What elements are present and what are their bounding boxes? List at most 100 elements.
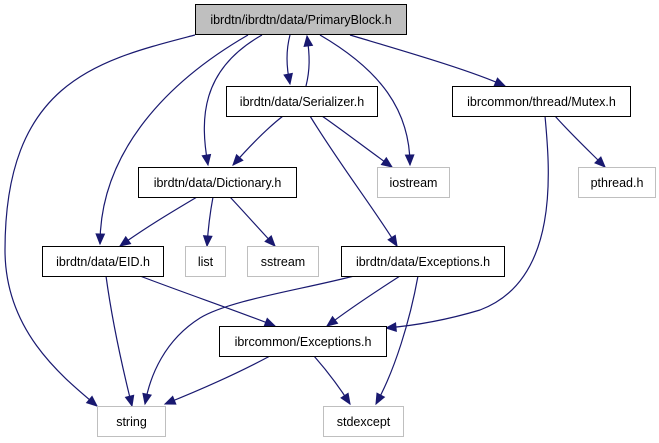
- edge-line: [554, 115, 606, 168]
- node-label: list: [198, 255, 214, 269]
- node-box: [578, 167, 656, 198]
- node-box: [452, 86, 631, 117]
- arrowhead-icon: [380, 156, 394, 168]
- arrowhead-icon: [263, 317, 277, 327]
- edge-line: [309, 115, 398, 247]
- arrowhead-icon: [384, 322, 397, 332]
- arrowhead-icon: [163, 395, 177, 405]
- edge-serializer-to-iostream: [321, 115, 394, 168]
- edge-dataexceptions-to-commonexceptions: [325, 275, 401, 327]
- arrowhead-icon: [325, 315, 339, 327]
- node-box: [138, 167, 297, 198]
- edge-primaryblock-to-iostream: [319, 34, 415, 167]
- arrowhead-icon: [201, 153, 212, 167]
- node-box: [185, 246, 226, 277]
- arrowhead-icon: [375, 392, 386, 406]
- node-box: [226, 86, 378, 117]
- edge-line: [385, 115, 549, 329]
- node-label: ibrcommon/Exceptions.h: [235, 335, 372, 349]
- arrowhead-icon: [340, 392, 351, 406]
- arrowhead-icon: [594, 156, 606, 168]
- edge-commonexceptions-to-string: [163, 355, 271, 405]
- node-label: ibrcommon/thread/Mutex.h: [467, 95, 616, 109]
- edge-dictionary-to-eid: [118, 196, 198, 247]
- arrowhead-icon: [232, 153, 244, 166]
- node-box: [42, 246, 164, 277]
- node-label: ibrdtn/data/Dictionary.h: [154, 176, 282, 190]
- edge-serializer-to-dictionary: [232, 115, 284, 166]
- edge-line: [326, 275, 401, 327]
- edge-line: [99, 34, 249, 245]
- node-box: [195, 4, 407, 35]
- node-serializer[interactable]: ibrdtn/data/Serializer.h: [226, 86, 378, 117]
- node-box: [97, 406, 166, 437]
- edge-line: [4, 34, 196, 407]
- node-mutex[interactable]: ibrcommon/thread/Mutex.h: [452, 86, 631, 117]
- edge-line: [319, 34, 411, 166]
- node-label: iostream: [390, 176, 438, 190]
- arrowhead-icon: [202, 235, 213, 248]
- edge-dictionary-to-sstream: [229, 196, 276, 247]
- node-stdexcept: stdexcept: [323, 406, 404, 437]
- edge-line: [119, 196, 198, 247]
- edge-primaryblock-to-eid: [95, 34, 249, 246]
- edge-primaryblock-to-dictionary: [201, 34, 263, 167]
- edge-eid-to-string: [105, 275, 135, 408]
- edge-dictionary-to-list: [202, 196, 214, 248]
- edge-line: [321, 115, 393, 168]
- edges: [4, 34, 606, 408]
- edge-line: [203, 34, 263, 166]
- node-dataexceptions[interactable]: ibrdtn/data/Exceptions.h: [341, 246, 505, 277]
- arrowhead-icon: [142, 392, 152, 406]
- arrowhead-icon: [303, 34, 314, 48]
- arrowhead-icon: [404, 154, 415, 167]
- edge-primaryblock-to-serializer: [283, 34, 293, 86]
- edge-commonexceptions-to-stdexcept: [313, 355, 351, 406]
- edge-line: [375, 275, 419, 405]
- edge-line: [349, 34, 506, 87]
- arrowhead-icon: [387, 234, 398, 248]
- node-label: sstream: [261, 255, 305, 269]
- arrowhead-icon: [283, 72, 293, 86]
- node-primaryblock[interactable]: ibrdtn/ibrdtn/data/PrimaryBlock.h: [195, 4, 407, 35]
- edge-serializer-to-dataexceptions: [309, 115, 398, 248]
- edge-dataexceptions-to-stdexcept: [375, 275, 419, 406]
- node-string: string: [97, 406, 166, 437]
- node-box: [219, 326, 387, 357]
- nodes: ibrdtn/ibrdtn/data/PrimaryBlock.h ibrdtn/…: [42, 4, 656, 437]
- edge-line: [164, 355, 271, 405]
- node-label: ibrdtn/data/Serializer.h: [240, 95, 364, 109]
- node-iostream: iostream: [377, 167, 450, 198]
- edge-line: [105, 275, 133, 407]
- node-label: pthread.h: [591, 176, 644, 190]
- arrowhead-icon: [95, 233, 106, 246]
- node-box: [323, 406, 404, 437]
- edge-line: [144, 275, 355, 405]
- arrowhead-icon: [118, 235, 132, 247]
- node-dictionary[interactable]: ibrdtn/data/Dictionary.h: [138, 167, 297, 198]
- node-pthread: pthread.h: [578, 167, 656, 198]
- edge-primaryblock-to-mutex: [349, 34, 507, 87]
- edge-mutex-to-commonexceptions: [384, 115, 549, 332]
- arrowhead-icon: [264, 234, 276, 247]
- node-label: ibrdtn/data/Exceptions.h: [356, 255, 490, 269]
- node-list: list: [185, 246, 226, 277]
- arrowhead-icon: [85, 395, 98, 407]
- node-box: [377, 167, 450, 198]
- arrowhead-icon: [493, 77, 507, 87]
- edge-primaryblock-to-string: [4, 34, 196, 407]
- edge-mutex-to-pthread: [554, 115, 606, 168]
- arrowhead-icon: [124, 394, 135, 408]
- edge-eid-to-commonexceptions: [139, 275, 277, 327]
- node-box: [341, 246, 505, 277]
- node-eid[interactable]: ibrdtn/data/EID.h: [42, 246, 164, 277]
- edge-dataexceptions-to-string: [142, 275, 355, 406]
- node-sstream: sstream: [247, 246, 319, 277]
- node-commonexceptions[interactable]: ibrcommon/Exceptions.h: [219, 326, 387, 357]
- node-label: string: [116, 415, 147, 429]
- node-label: ibrdtn/ibrdtn/data/PrimaryBlock.h: [210, 13, 391, 27]
- node-label: stdexcept: [337, 415, 391, 429]
- edge-line: [139, 275, 276, 327]
- edge-serializer-to-primaryblock: [303, 34, 314, 87]
